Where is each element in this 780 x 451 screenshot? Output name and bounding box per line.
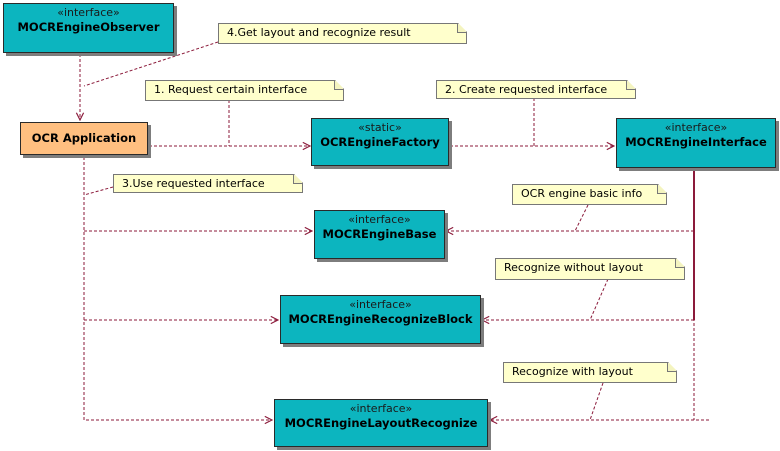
note-get-layout: 4.Get layout and recognize result (218, 23, 467, 44)
class-ocr-engine-factory[interactable]: «static» OCREngineFactory (311, 118, 449, 166)
note-request-text: 1. Request certain interface (154, 83, 308, 96)
class-ocr-application[interactable]: OCR Application (20, 122, 148, 155)
app-name: OCR Application (31, 131, 137, 145)
note-use-text: 3.Use requested interface (122, 177, 265, 190)
block-stereotype: «interface» (349, 298, 412, 311)
note-basic-info-anchor (574, 204, 589, 232)
base-name: MOCREngineBase (322, 227, 437, 241)
note-without-layout-anchor (589, 278, 609, 321)
app-usage-lifeline (83, 157, 272, 420)
note-basic-info: OCR engine basic info (512, 184, 667, 205)
note-basic-info-text: OCR engine basic info (521, 187, 643, 200)
observer-stereotype: «interface» (57, 6, 120, 19)
note-request: 1. Request certain interface (145, 80, 344, 101)
class-mocr-engine-base[interactable]: «interface» MOCREngineBase (314, 210, 445, 259)
block-name: MOCREngineRecognizeBlock (288, 312, 473, 326)
class-mocr-engine-observer[interactable]: «interface» MOCREngineObserver (3, 3, 174, 53)
class-mocr-engine-layout-recognize[interactable]: «interface» MOCREngineLayoutRecognize (274, 399, 488, 447)
observer-name: MOCREngineObserver (17, 20, 160, 34)
interface-name: MOCREngineInterface (625, 135, 767, 149)
factory-name: OCREngineFactory (320, 135, 440, 149)
class-mocr-engine-interface[interactable]: «interface» MOCREngineInterface (616, 118, 776, 168)
note-create: 2. Create requested interface (436, 80, 636, 99)
note-with-layout-text: Recognize with layout (512, 365, 633, 378)
layout-name: MOCREngineLayoutRecognize (284, 416, 478, 430)
note-without-layout-text: Recognize without layout (504, 261, 643, 274)
class-mocr-engine-recognize-block[interactable]: «interface» MOCREngineRecognizeBlock (280, 295, 481, 344)
note-get-layout-text: 4.Get layout and recognize result (227, 26, 411, 39)
note-with-layout: Recognize with layout (503, 362, 677, 383)
note-with-layout-anchor (589, 382, 604, 421)
note-get-layout-anchor (83, 41, 219, 87)
note-use: 3.Use requested interface (113, 174, 303, 193)
note-use-anchor (83, 186, 114, 196)
interface-stereotype: «interface» (664, 121, 728, 134)
base-stereotype: «interface» (348, 213, 411, 226)
layout-stereotype: «interface» (349, 402, 413, 415)
note-without-layout: Recognize without layout (495, 258, 685, 280)
factory-stereotype: «static» (358, 121, 402, 134)
note-create-text: 2. Create requested interface (445, 83, 608, 96)
